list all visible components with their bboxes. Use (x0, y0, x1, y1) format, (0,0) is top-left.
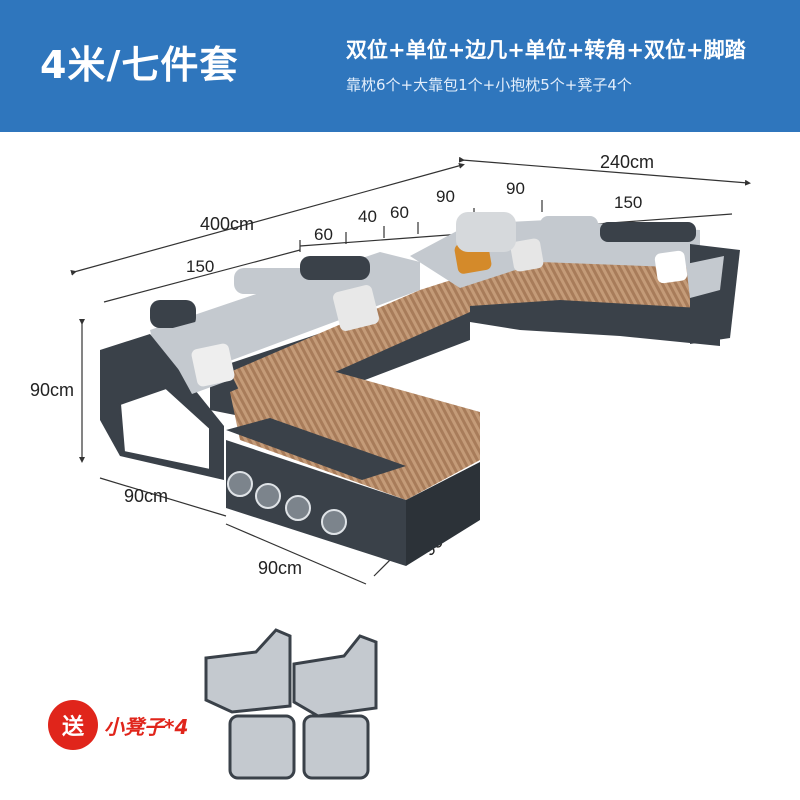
dim-60-b: 60 (390, 203, 409, 222)
dim-90cm-front-bottom: 90cm (258, 558, 302, 578)
dim-240: 240cm (600, 152, 654, 172)
stool-chair-right (292, 634, 378, 718)
sofa-illustration (100, 212, 740, 566)
header-banner: 4米/七件套 双位+单位+边几+单位+转角+双位+脚踏 靠枕6个+大靠包1个+小… (0, 0, 800, 132)
cushion-composition: 靠枕6个+大靠包1个+小抱枕5个+凳子4个 (346, 76, 632, 94)
dim-90cm-front-left: 90cm (124, 486, 168, 506)
dim-400: 400cm (200, 214, 254, 234)
gift-badge: 送 小凳子*4 (48, 700, 188, 750)
set-composition: 双位+单位+边几+单位+转角+双位+脚踏 (346, 38, 746, 62)
sofa-dimension-diagram: 240cm 400cm 90 90 150 60 40 60 150 90cm … (30, 152, 751, 780)
stool-cube-left (228, 714, 296, 780)
dim-90-top2: 90 (506, 179, 525, 198)
dim-60-a: 60 (314, 225, 333, 244)
dim-90cm-height: 90cm (30, 380, 74, 400)
gift-badge-text: 小凳子*4 (104, 714, 189, 739)
dim-150-left: 150 (186, 257, 214, 276)
stool-cube-right (302, 714, 370, 780)
stool-chair-left (204, 628, 292, 714)
dim-150-right: 150 (614, 193, 642, 212)
gift-badge-circle: 送 (48, 700, 98, 750)
product-title: 4米/七件套 (40, 43, 239, 87)
stools-illustration (204, 628, 378, 780)
dim-40: 40 (358, 207, 377, 226)
dim-90-top: 90 (436, 187, 455, 206)
